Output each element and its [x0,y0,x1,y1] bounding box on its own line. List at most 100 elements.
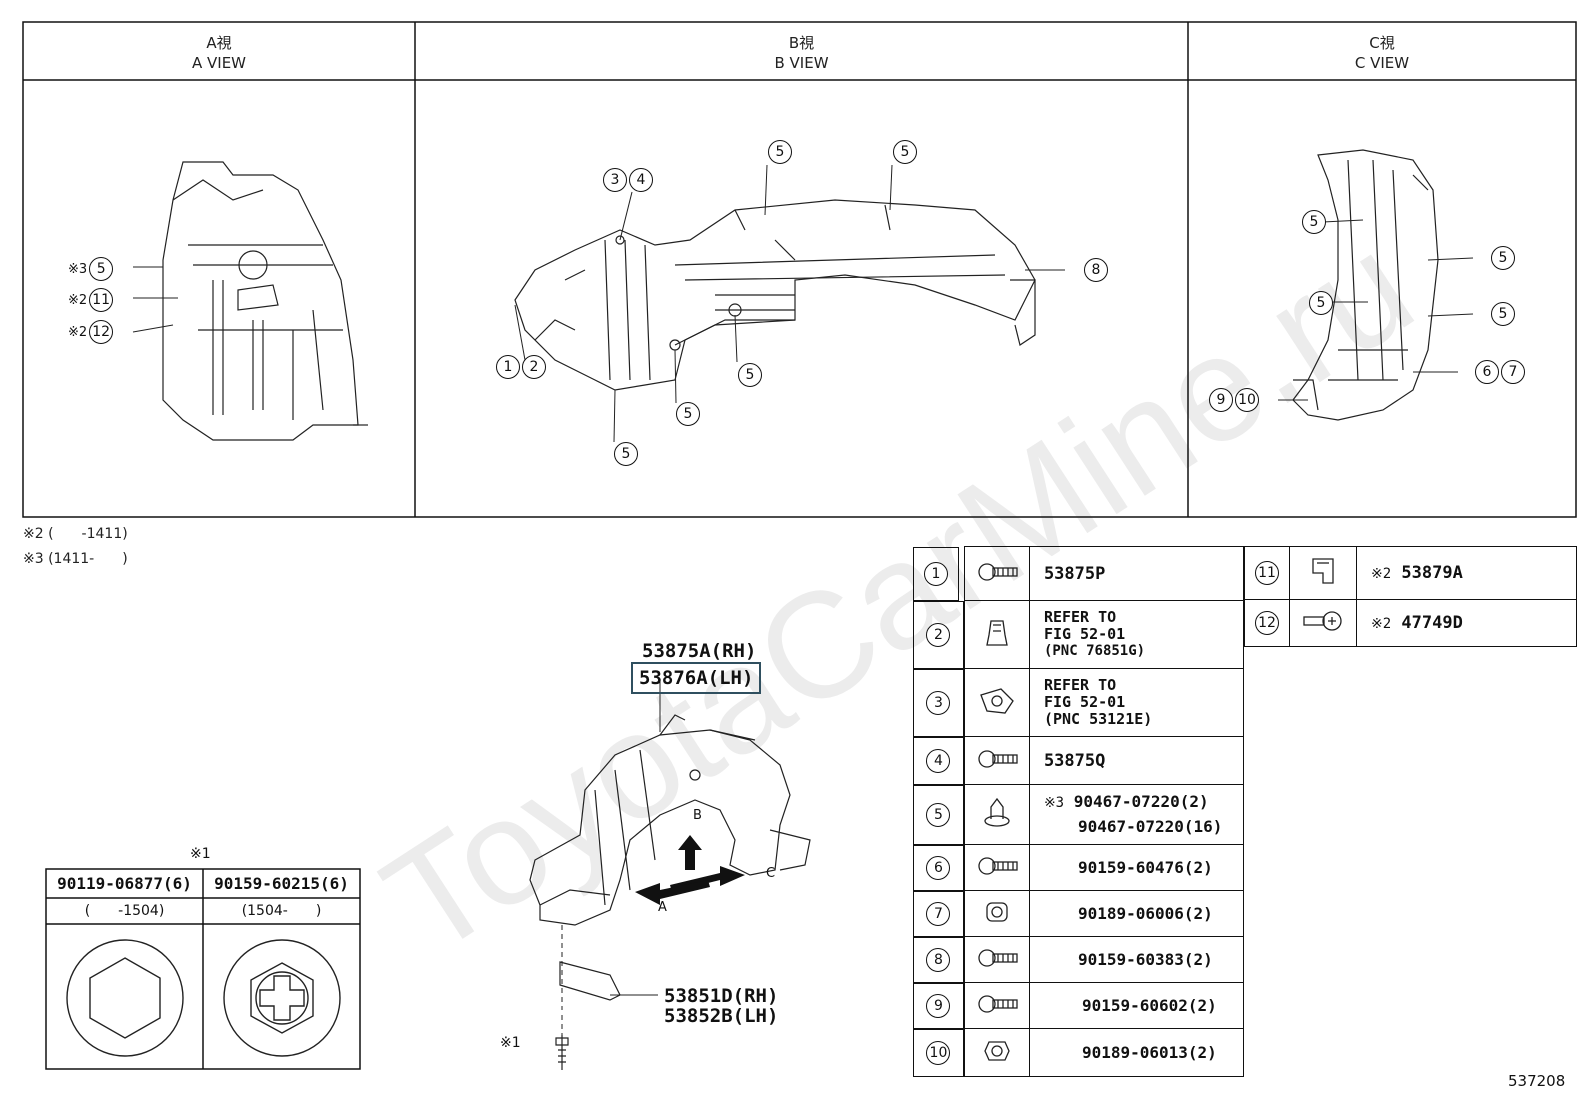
view-b-callout-8: 8 [1082,258,1108,282]
part-text: 90189-06006(2) [1028,890,1245,937]
screw-icon [978,749,1018,768]
parts-row: 7 90189-06006(2) [913,890,1245,937]
view-c-callout-6-7: 6 7 [1473,360,1525,384]
part-text: 90159-60602(2) [1028,982,1245,1029]
note-2: ※2 ( -1411) [23,526,128,542]
view-c-drawing [1278,149,1474,421]
view-a-drawing [132,161,368,441]
bracket-icon [559,961,621,1001]
fastener-col1-range: ( -1504) [84,903,165,919]
part-num: 4 [926,748,951,773]
view-b-callout-5e: 5 [612,442,638,466]
part-num: 7 [926,901,951,926]
view-c-callout-5a: 5 [1300,210,1326,234]
view-b-callout-5d: 5 [674,402,700,426]
parts-row: 6 90159-60476(2) [913,844,1245,891]
screw-icon [978,562,1018,581]
main-part-lh: 53876A(LH) [631,662,762,694]
screw-icon [978,948,1018,967]
part-num: 3 [926,690,951,715]
views-frame [22,21,1577,518]
view-c-callout-5d: 5 [1489,302,1515,326]
view-c-callout-9-10: 9 10 [1207,388,1259,412]
parts-table-right: 11 ※2 53879A 12 ※2 47749D [1244,546,1577,647]
part-num: 5 [926,802,951,827]
pin-icon [1303,611,1342,631]
part-line3: (PNC 76851G) [1043,643,1146,659]
part-text: 90159-60383(2) [1028,936,1245,983]
view-a-jp: A視 [206,34,232,52]
fastener-box-mark: ※1 [190,846,211,862]
hex-bolt-icon [66,939,184,1057]
part-text: 53879A [1401,563,1463,583]
phillips-bolt-icon [223,939,341,1057]
view-b-callout-1-2: 1 2 [494,355,546,379]
part-num: 6 [926,855,951,880]
view-a-callout-3: ※2 12 [68,320,114,344]
part-num: 11 [1255,561,1279,585]
part-mark: ※2 [1371,566,1392,582]
main-part-rh: 53875A(RH) [642,640,757,662]
parts-row: 10 90189-06013(2) [913,1028,1245,1077]
view-a-callout-1: ※3 5 [68,257,114,281]
push-clip-icon [984,797,1010,827]
part-text: 53875Q [1028,736,1245,785]
note-3: ※3 (1411- ) [23,551,128,567]
part-mark: ※3 [1043,795,1065,811]
parts-row: 5 ※3 90467-07220(2) 90467-07220(16) [913,784,1245,845]
parts-table-left: 1 53875P 2 REFER TO FIG 52-01 (PNC 76851… [913,546,1245,1077]
nut-clip-icon [980,687,1014,714]
nut-icon [984,1040,1010,1061]
part-line2: 90467-07220(16) [1077,817,1223,836]
bolt-icon [555,1035,569,1070]
view-b-drawing [514,164,1065,443]
part-text: 90159-60476(2) [1028,844,1245,891]
arrow-a-label: A [658,900,667,915]
fastener-col2-part: 90159-60215(6) [214,874,349,893]
arrow-c-label: C [766,866,776,881]
parts-row: 4 53875Q [913,736,1245,785]
parts-row: 12 ※2 47749D [1244,599,1577,647]
view-c-jp: C視 [1369,34,1395,52]
parts-row: 11 ※2 53879A [1244,546,1577,600]
parts-row: 3 REFER TO FIG 52-01 (PNC 53121E) [913,668,1245,737]
clip-icon [1312,558,1334,584]
part-line2: FIG 52-01 [1043,693,1126,711]
part-num: 9 [926,993,951,1018]
part-num: 12 [1255,611,1279,635]
part-text: 47749D [1401,613,1463,633]
direction-arrows [635,835,745,905]
screw-icon [978,856,1018,875]
part-num: 1 [924,561,948,586]
fastener-box [45,868,361,1070]
bolt-mark: ※1 [500,1035,521,1051]
view-c-callout-5b: 5 [1307,291,1333,315]
part-num: 8 [926,947,951,972]
parts-row: 9 90159-60602(2) [913,982,1245,1029]
parts-row: 1 53875P [913,546,1245,601]
view-b-header: B視 B VIEW [415,33,1188,73]
fastener-col2-range: (1504- ) [241,903,322,919]
view-b-callout-3-4: 3 4 [601,168,653,192]
part-mark: ※2 [1371,616,1392,632]
part-num: 10 [926,1040,951,1065]
figure-number: 537208 [1508,1072,1566,1090]
view-b-callout-5a: 5 [766,140,792,164]
fender-liner-drawing [529,680,811,1070]
part-line1: 90467-07220(2) [1073,792,1209,811]
parts-row: 2 REFER TO FIG 52-01 (PNC 76851G) [913,600,1245,669]
view-c-callout-5c: 5 [1489,246,1515,270]
view-a-callout-2: ※2 11 [68,288,114,312]
part-line2: FIG 52-01 [1043,625,1126,643]
arrow-b-label: B [693,808,702,823]
view-b-jp: B視 [788,34,815,52]
sub-part-lh: 53852B(LH) [664,1005,779,1027]
sub-part-rh: 53851D(RH) [664,985,779,1007]
part-line1: REFER TO [1043,608,1117,626]
part-num: 2 [926,622,951,647]
fastener-col1-part: 90119-06877(6) [57,874,192,893]
part-line3: (PNC 53121E) [1043,710,1153,728]
view-c-header: C視 C VIEW [1188,33,1576,73]
view-b-callout-5b: 5 [891,140,917,164]
part-text: 53875P [1028,546,1245,601]
